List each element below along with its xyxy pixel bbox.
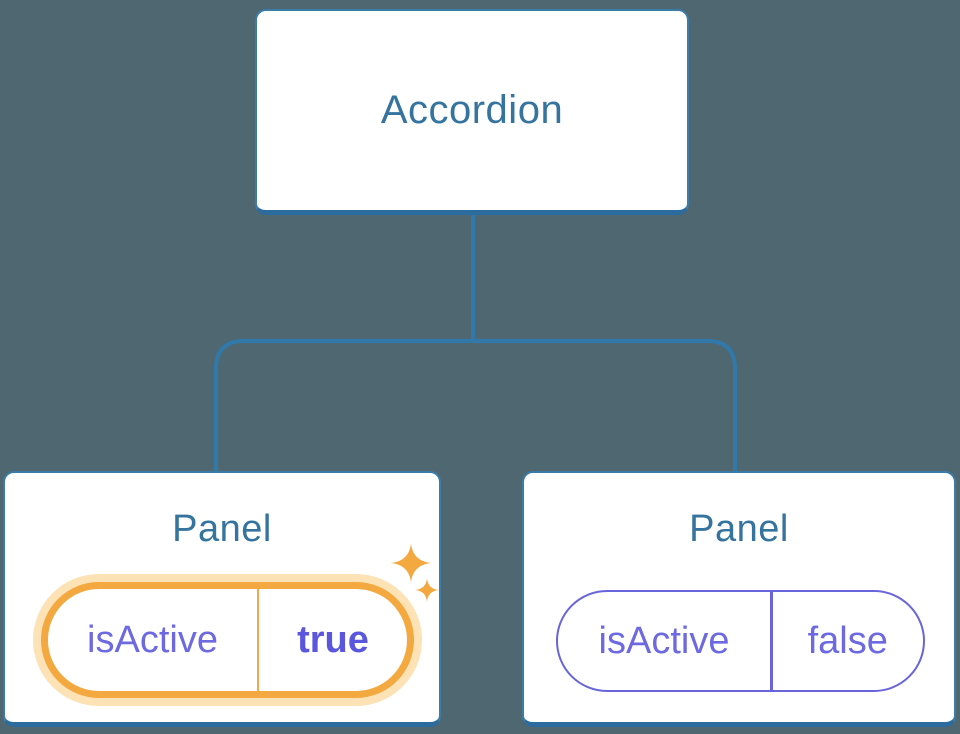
state-value: true [297,618,369,661]
state-key: isActive [87,618,218,661]
panel-node-right: Panel isActive false [522,471,956,727]
panel-left-label: Panel [172,508,272,550]
pill-divider [257,589,259,691]
accordion-node: Accordion [255,9,689,215]
pill-divider [770,592,773,690]
state-pill-inactive: isActive false [556,590,925,692]
panel-right-label: Panel [689,508,789,550]
state-pill-active: isActive true [41,582,414,698]
state-key: isActive [598,619,730,662]
sparkles-icon [390,543,439,602]
accordion-node-label: Accordion [380,88,564,132]
state-value: false [807,619,888,662]
panel-node-left: Panel isActive true [3,471,441,727]
